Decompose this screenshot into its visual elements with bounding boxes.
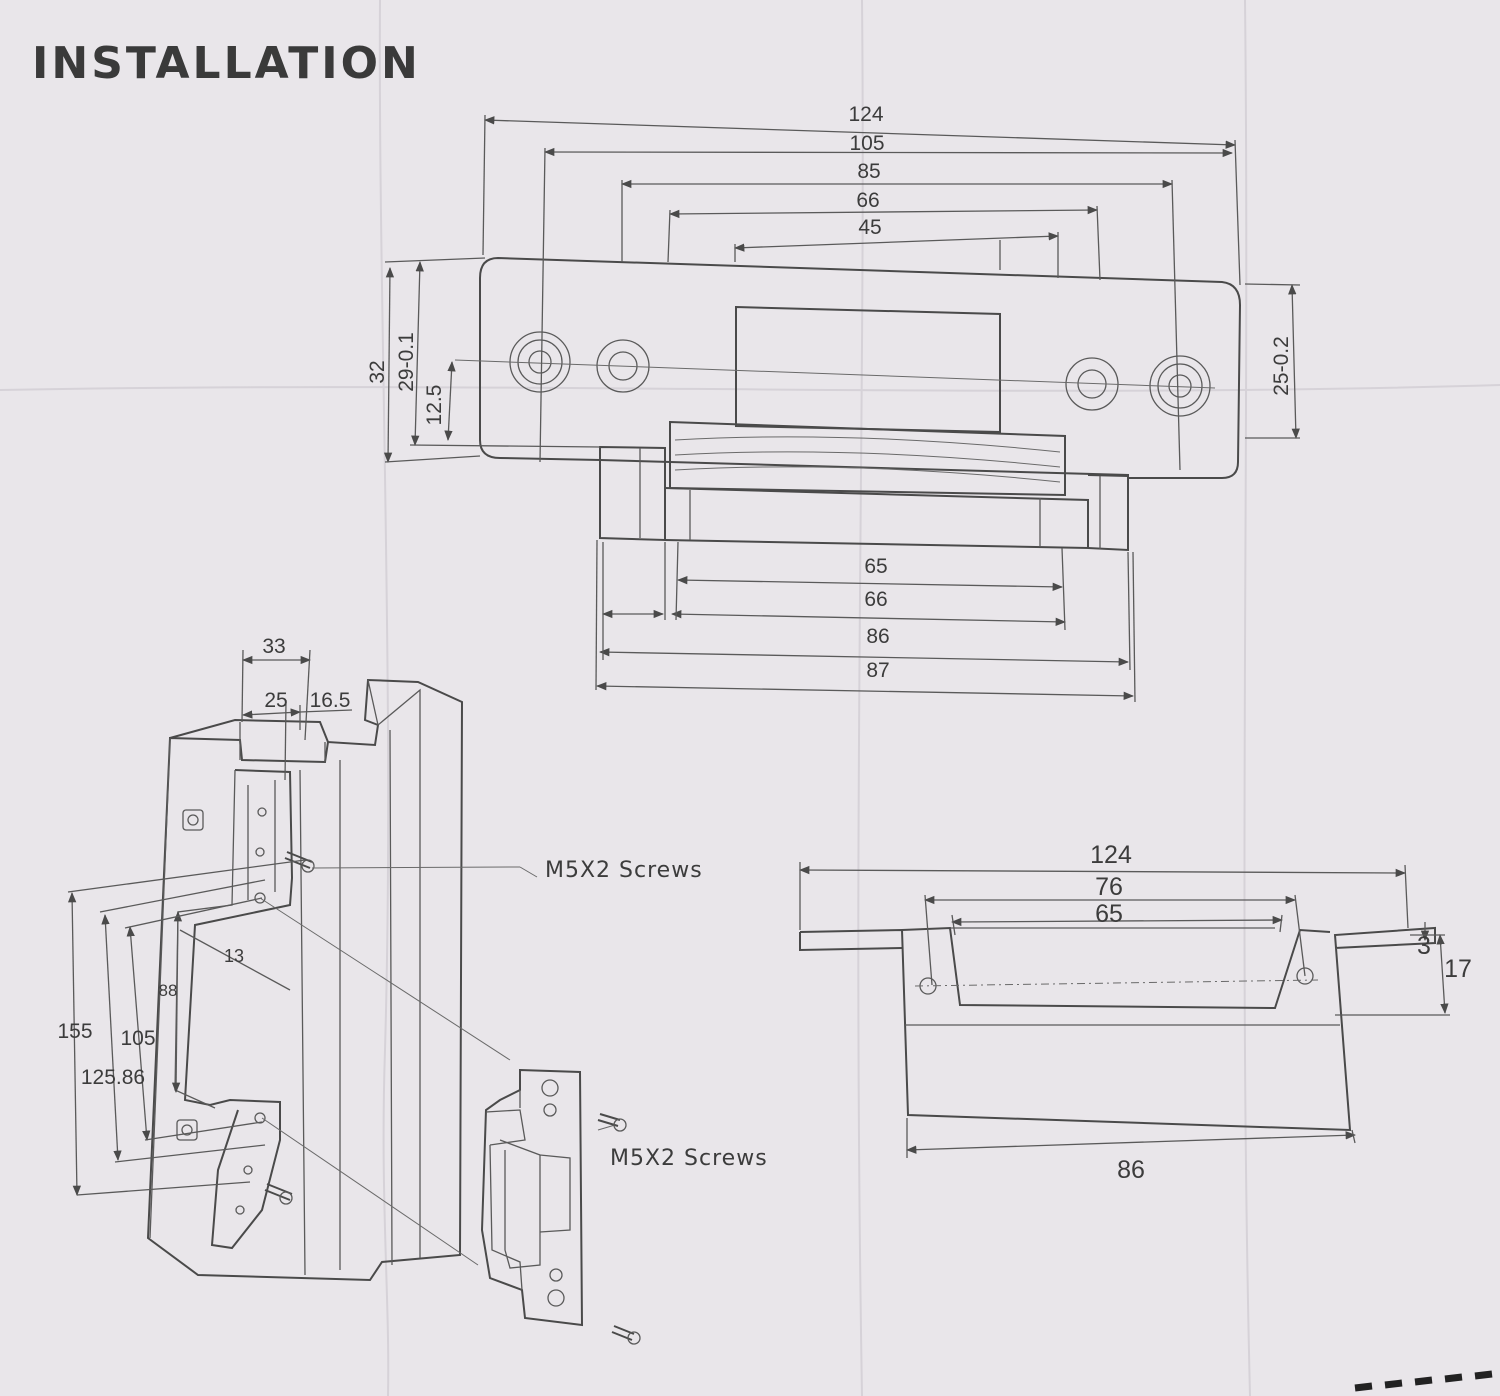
dim-frame-top-2: 16.5 [310, 689, 351, 712]
dim-top-width-2: 85 [857, 160, 880, 183]
dim-bottom-width-1: 66 [864, 588, 887, 611]
dim-side-width-2: 65 [1095, 900, 1123, 928]
dim-top-width-4: 45 [858, 216, 881, 239]
dim-bottom-width-0: 65 [864, 555, 887, 578]
dim-frame-vert-2: 125.86 [81, 1066, 145, 1089]
dim-bottom-width-3: 87 [866, 659, 889, 682]
dim-top-width-0: 124 [848, 103, 883, 126]
dim-right-height: 25-0.2 [1270, 336, 1293, 396]
dim-side-height-0: 3 [1417, 932, 1431, 960]
dim-side-width-1: 76 [1095, 873, 1123, 901]
screw-label-upper: M5X2 Screws [545, 858, 703, 883]
door-frame-view: 33 25 16.5 155 105 125.86 88 13 [57, 635, 768, 1345]
dim-side-bottom: 86 [1117, 1156, 1145, 1184]
screw-label-lower: M5X2 Screws [610, 1146, 768, 1171]
dim-side-width-0: 124 [1090, 841, 1132, 869]
dashed-border [1354, 1370, 1493, 1392]
dim-frame-top-0: 33 [262, 635, 285, 658]
strike-side-view: 124 76 65 3 17 86 [798, 841, 1472, 1184]
strike-top-view: 124 105 85 66 45 32 29-0.1 12.5 25-0.2 [366, 103, 1301, 703]
dim-frame-depth: 13 [224, 946, 244, 966]
dim-frame-vert-1: 105 [120, 1027, 155, 1050]
dim-bottom-width-2: 86 [866, 625, 889, 648]
dim-top-width-1: 105 [849, 132, 884, 155]
dim-frame-top-1: 25 [264, 689, 287, 712]
dim-height-1: 29-0.1 [395, 332, 418, 392]
page-title: INSTALLATION [32, 38, 421, 89]
dim-frame-vert-3: 88 [159, 981, 178, 1000]
dim-height-2: 12.5 [423, 385, 446, 426]
dim-side-height-1: 17 [1444, 955, 1472, 983]
dim-top-width-3: 66 [856, 189, 879, 212]
dim-frame-vert-0: 155 [57, 1020, 92, 1043]
dim-height-0: 32 [366, 360, 389, 383]
